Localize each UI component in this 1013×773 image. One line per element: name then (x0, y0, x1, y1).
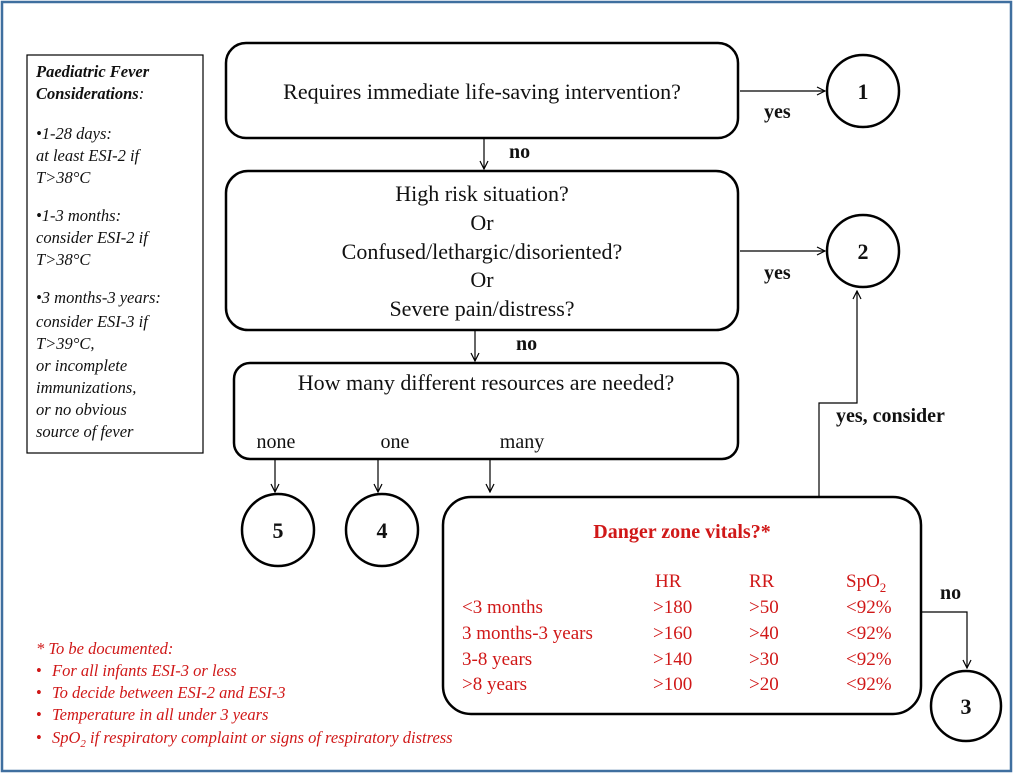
row-3-hr: >140 (653, 649, 692, 670)
sidebar-item-3-line-6: or no obvious (36, 400, 127, 419)
footnote-item-esi-decide: To decide between ESI-2 and ESI-3 (52, 683, 286, 702)
paediatric-fever-box (26, 54, 204, 454)
row-1-hr: >180 (653, 597, 692, 618)
label-q2-no: no (516, 333, 537, 355)
sidebar-item-3-line-7: source of fever (36, 422, 134, 441)
question-severe-pain: Severe pain/distress? (389, 296, 574, 321)
header-rr: RR (749, 571, 775, 592)
sidebar-item-3-line-2: consider ESI-3 if (36, 312, 150, 331)
sidebar-item-1-line-2: at least ESI-2 if (36, 146, 142, 165)
header-spo2-sub: 2 (880, 580, 887, 595)
row-4-hr: >100 (653, 674, 692, 695)
row-4-rr: >20 (749, 674, 779, 695)
footnote-bullet: • (36, 661, 42, 680)
row-3-age: 3-8 years (462, 649, 532, 670)
row-1-rr: >50 (749, 597, 779, 618)
question-life-saving: Requires immediate life-saving intervent… (283, 79, 681, 104)
danger-zone-box (441, 495, 923, 716)
question-confused: Confused/lethargic/disoriented? (342, 239, 623, 264)
svg-text:Considerations:: Considerations: (36, 84, 144, 103)
sidebar-item-3-line-1: •3 months-3 years: (36, 288, 161, 307)
sidebar-item-1-line-3: T>38°C (36, 168, 91, 187)
row-2-spo2: <92% (846, 623, 892, 644)
sidebar-item-3-line-4: or incomplete (36, 356, 127, 375)
label-yes-consider: yes, consider (836, 405, 945, 427)
sidebar-item-2-line-3: T>38°C (36, 250, 91, 269)
esi-level-1-circle (825, 53, 901, 129)
sidebar-item-2-line-1: •1-3 months: (36, 206, 121, 225)
header-spo2-base: SpO (846, 571, 880, 592)
sidebar-title-colon: : (139, 84, 145, 103)
footnote-item-infants: For all infants ESI-3 or less (51, 661, 237, 680)
row-2-rr: >40 (749, 623, 779, 644)
footnote-bullet: • (36, 683, 42, 702)
question-resources: How many different resources are needed? (298, 370, 674, 395)
footnote-bullet: • (36, 705, 42, 724)
row-1-spo2: <92% (846, 597, 892, 618)
resource-one: one (381, 431, 410, 453)
sidebar-title-line1: Paediatric Fever (35, 62, 150, 81)
row-3-rr: >30 (749, 649, 779, 670)
esi-level-4-label: 4 (377, 518, 388, 543)
footnote-heading: * To be documented: (36, 639, 173, 658)
sidebar-item-3-line-3: T>39°C, (36, 334, 95, 353)
sidebar-item-1-line-1: •1-28 days: (36, 124, 112, 143)
question-or-1: Or (470, 210, 494, 235)
resource-many: many (500, 431, 544, 453)
danger-zone-title: Danger zone vitals?* (593, 521, 770, 543)
footnote-spo2-rest: if respiratory complaint or signs of res… (86, 728, 453, 747)
esi-level-4-circle (344, 492, 420, 568)
esi-level-5-label: 5 (273, 518, 284, 543)
esi-level-3-label: 3 (961, 694, 972, 719)
sidebar-title-line2: Considerations (36, 84, 139, 103)
label-danger-no: no (940, 582, 961, 604)
footnote-spo2-base: SpO (52, 728, 81, 747)
row-2-age: 3 months-3 years (462, 623, 593, 644)
label-q2-yes: yes (764, 262, 791, 284)
row-4-spo2: <92% (846, 674, 892, 695)
arrow-danger-yes-to-2 (818, 291, 857, 496)
esi-level-3-circle (929, 669, 1003, 743)
header-spo2: SpO2 (846, 571, 886, 595)
esi-level-2-circle (825, 213, 901, 289)
header-hr: HR (655, 571, 682, 592)
row-1-age: <3 months (462, 597, 543, 618)
decision-box-resources (232, 361, 740, 461)
arrow-danger-no-to-3 (922, 611, 967, 668)
sidebar-item-3-line-5: immunizations, (36, 378, 136, 397)
paediatric-fever-panel: Paediatric Fever Considerations: •1-28 d… (26, 54, 204, 454)
sidebar-item-2-line-2: consider ESI-2 if (36, 228, 150, 247)
documentation-footnote: * To be documented: • For all infants ES… (36, 639, 453, 750)
question-high-risk: High risk situation? (395, 181, 569, 206)
row-2-hr: >160 (653, 623, 692, 644)
footnote-spo2-sub: 2 (80, 738, 86, 750)
footnote-item-spo2: SpO2 if respiratory complaint or signs o… (52, 728, 453, 750)
label-q1-yes: yes (764, 101, 791, 123)
resource-none: none (257, 431, 296, 453)
esi-level-1-label: 1 (858, 79, 869, 104)
decision-box-life-saving (224, 41, 740, 140)
esi-level-2-label: 2 (858, 239, 869, 264)
row-3-spo2: <92% (846, 649, 892, 670)
footnote-bullet: • (36, 728, 42, 747)
decision-box-high-risk (224, 169, 740, 332)
label-q1-no: no (509, 141, 530, 163)
question-or-2: Or (470, 267, 494, 292)
row-4-age: >8 years (462, 674, 527, 695)
footnote-item-temperature: Temperature in all under 3 years (52, 705, 268, 724)
esi-level-5-circle (240, 492, 316, 568)
